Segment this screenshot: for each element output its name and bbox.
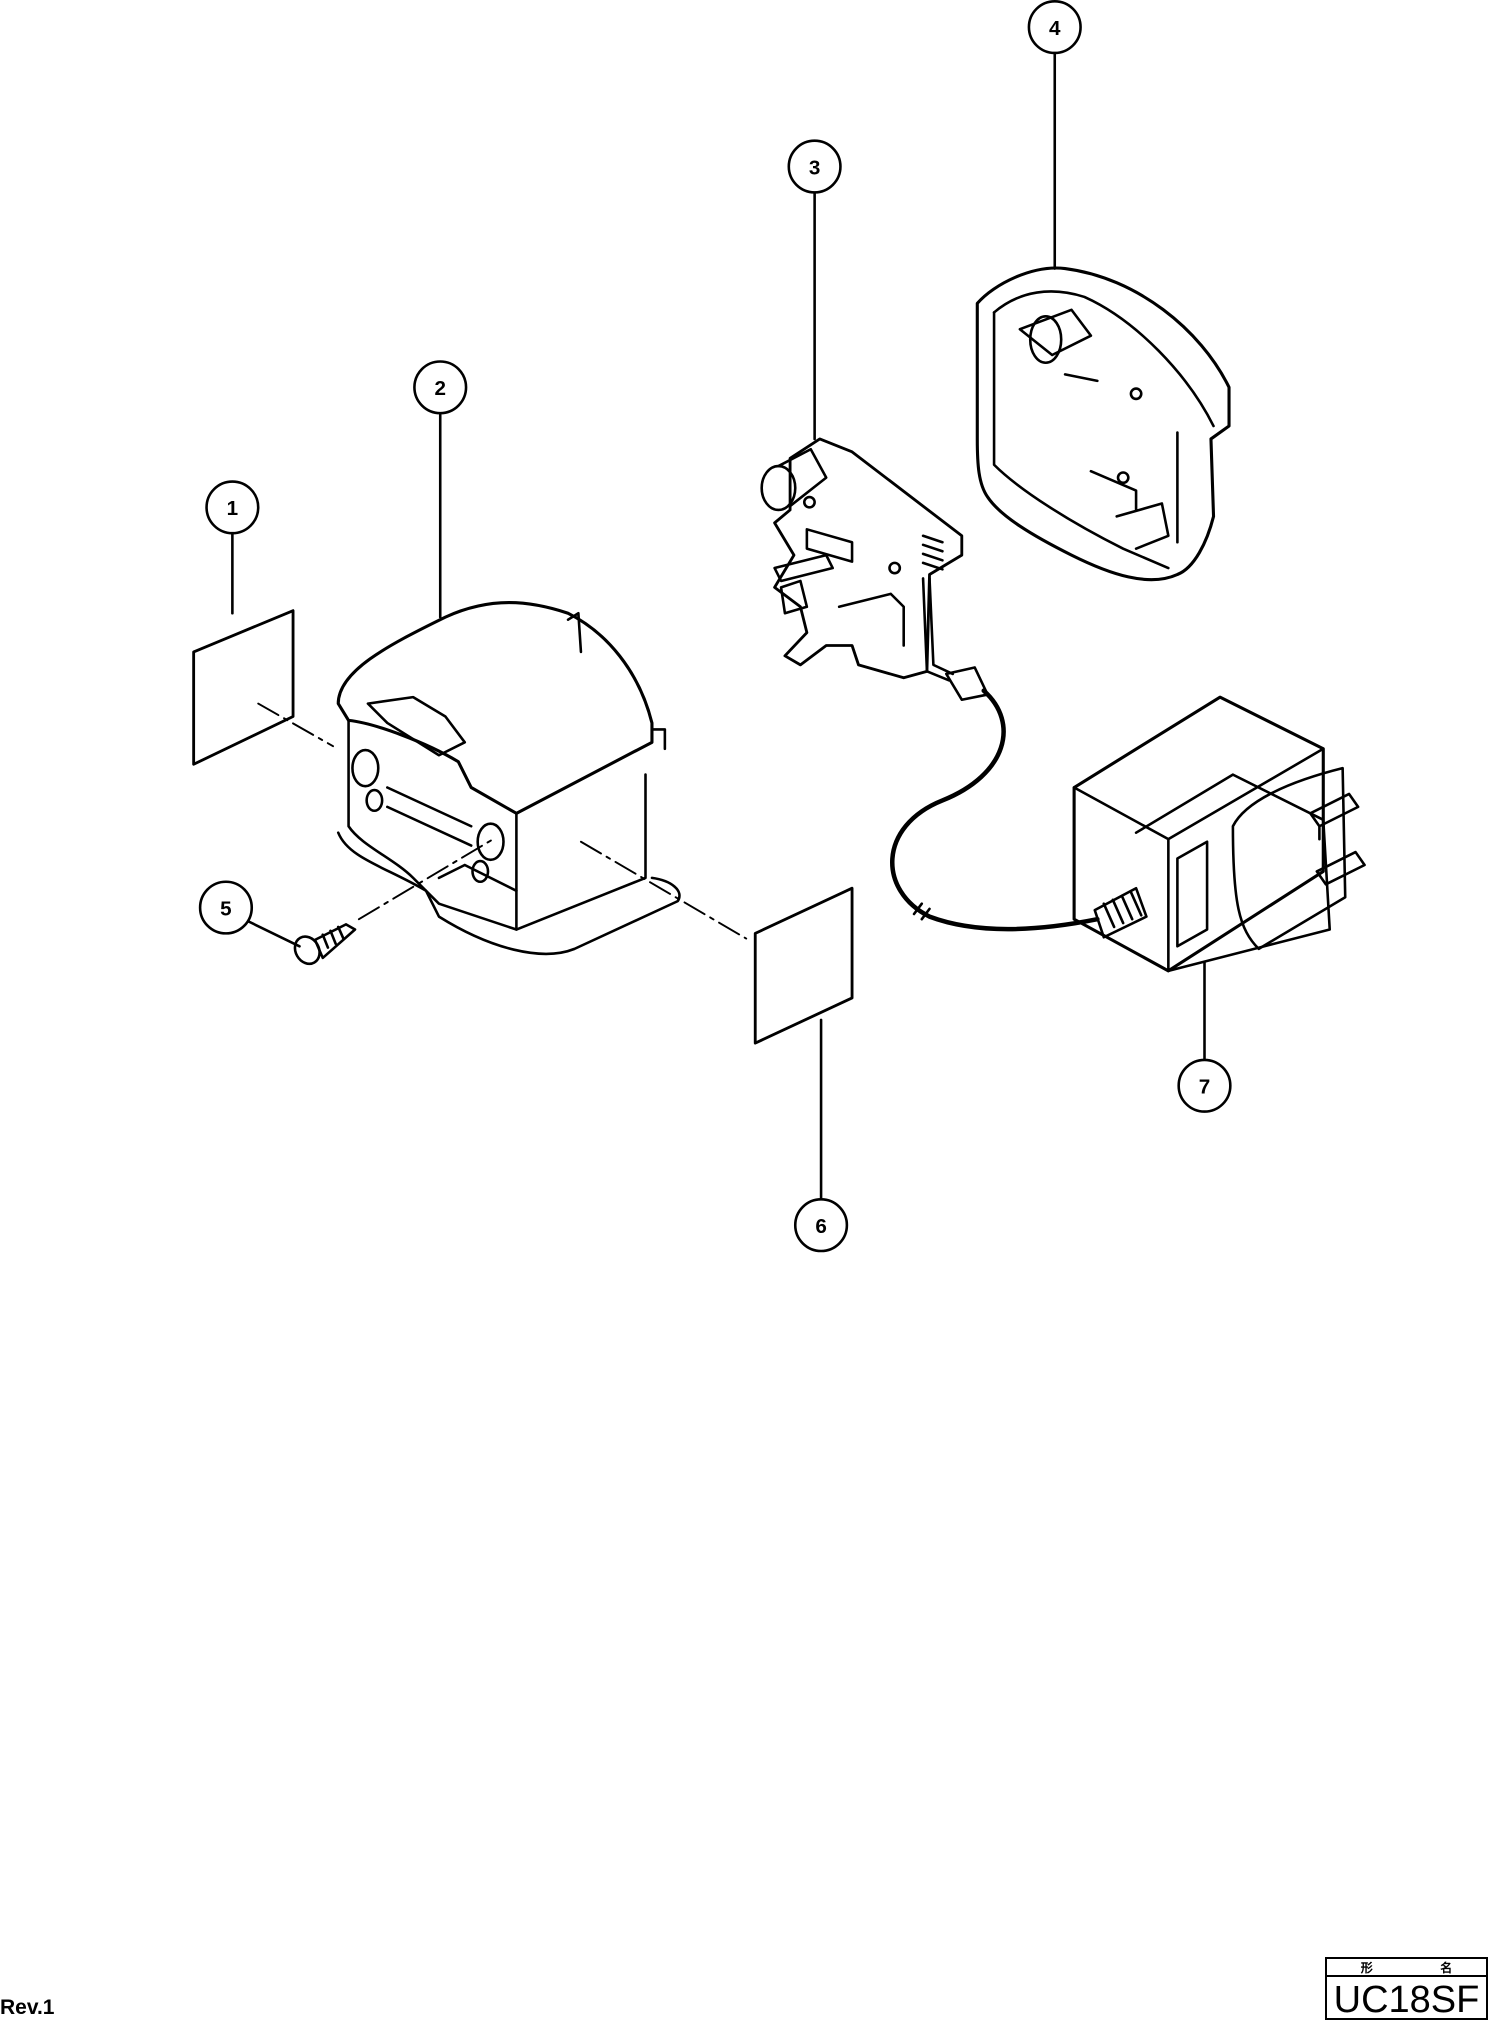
callout-3-number: 3 — [809, 156, 820, 179]
callout-6-number: 6 — [815, 1215, 826, 1238]
leader-lines — [231, 51, 1206, 1201]
part-5-screw — [293, 923, 357, 966]
part-4-rear-cover — [975, 266, 1231, 582]
callout-6 — [793, 1198, 849, 1253]
callout-2-number: 2 — [434, 377, 445, 400]
part-2-housing — [336, 601, 681, 956]
title-block-header: 形 名 — [1327, 1959, 1486, 1977]
callout-2 — [413, 360, 468, 415]
callout-7-number: 7 — [1199, 1075, 1210, 1098]
revision-label: Rev.1 — [0, 1996, 55, 2019]
header-right: 名 — [1440, 1960, 1453, 1975]
callout-5 — [198, 880, 254, 935]
title-block: 形 名 UC18SF — [1325, 1957, 1488, 2020]
part-3-circuit-board — [760, 437, 964, 680]
part-7-ac-adapter — [1072, 695, 1366, 973]
assembly-line-6 — [579, 840, 748, 940]
callout-4 — [1027, 0, 1082, 55]
callout-1 — [205, 480, 260, 535]
part-6-label-sheet — [753, 886, 854, 1045]
header-left: 形 — [1360, 1960, 1373, 1975]
callout-5-number: 5 — [220, 897, 231, 920]
part-1-label-sheet — [192, 609, 295, 766]
power-cable — [890, 577, 1100, 932]
callout-3 — [787, 139, 842, 194]
model-number: UC18SF — [1333, 1978, 1480, 2021]
assembly-line-1 — [257, 702, 335, 748]
callout-1-number: 1 — [227, 497, 238, 520]
assembly-line-5 — [357, 838, 495, 921]
callout-7 — [1177, 1058, 1232, 1113]
callout-4-number: 4 — [1049, 17, 1061, 40]
